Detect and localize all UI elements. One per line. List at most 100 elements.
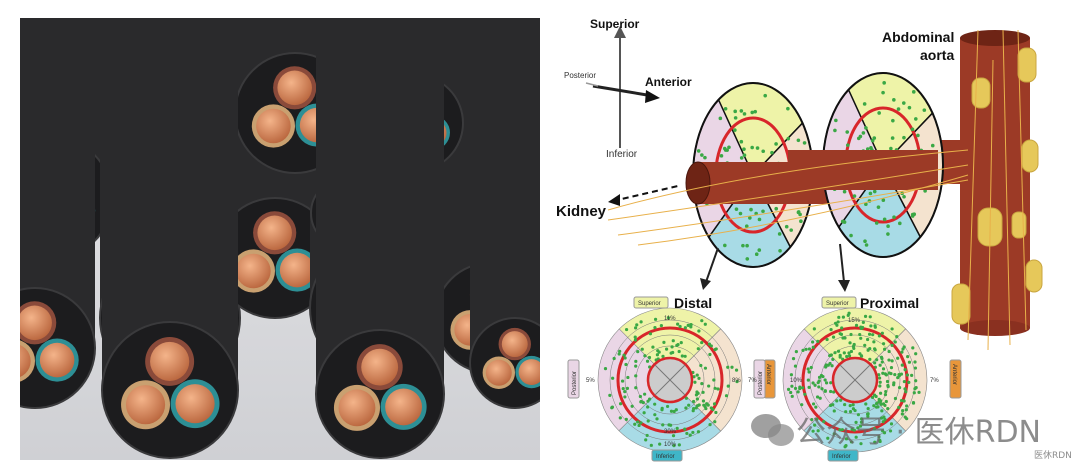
nerve-dot: [643, 392, 647, 396]
nerve-dot: [916, 133, 920, 138]
nerve-dot: [823, 389, 827, 393]
nerve-dot: [733, 116, 738, 120]
distal-superior-tag: Superior: [638, 301, 661, 307]
nerve-dot: [796, 390, 800, 394]
nerve-dot: [889, 366, 894, 370]
nerve-dot: [814, 405, 818, 409]
nerve-dot: [739, 156, 744, 160]
nerve-dot: [755, 146, 760, 150]
nerve-dot: [863, 314, 868, 319]
nerve-dot: [811, 429, 815, 433]
aorta-label-line1: Abdominal: [882, 29, 954, 45]
nerve-dot: [840, 428, 844, 432]
nerve-dot: [722, 146, 727, 151]
nerve-dot: [742, 147, 746, 151]
nerve-dot: [672, 444, 676, 448]
nerve-dot: [739, 139, 744, 144]
nerve-dot: [786, 387, 791, 391]
nerve-dot: [881, 198, 886, 203]
nerve-dot: [826, 363, 830, 367]
nerve-dot: [892, 98, 896, 102]
nerve-dot: [790, 394, 794, 398]
nerve-dot: [630, 404, 634, 408]
nerve-dot: [645, 359, 650, 363]
nerve-dot: [832, 409, 836, 413]
nerve-dot: [907, 360, 912, 364]
nerve-dot: [831, 335, 836, 339]
nerve-dot: [646, 405, 650, 409]
nerve-dot: [872, 136, 877, 140]
nerve-dot: [893, 372, 897, 377]
nerve-dot: [843, 445, 847, 449]
proximal-tags: Superior Proximal Inferior Posterior Ant…: [753, 295, 962, 462]
nerve-dot: [913, 387, 917, 391]
nerve-dot: [872, 340, 876, 344]
nerve-dot: [651, 345, 655, 349]
cable: [20, 287, 96, 409]
nerve-dot: [905, 373, 910, 377]
nerve-dot: [695, 373, 699, 377]
nerve-dot: [685, 431, 689, 436]
nerve-dot: [610, 406, 614, 410]
nerve-dot: [789, 228, 793, 232]
nerve-dot: [877, 111, 881, 115]
nerve-dot: [815, 417, 819, 421]
nerve-dot: [634, 364, 638, 368]
watermark-small-text: 医休RDN: [1034, 449, 1072, 461]
nerve-dot: [843, 402, 847, 407]
nerve-dot: [899, 398, 904, 403]
cable: [315, 329, 445, 459]
nerve-dot: [786, 106, 790, 111]
distal-cross-section: [597, 307, 743, 453]
nerve-dot: [890, 359, 894, 363]
nerve-dot: [896, 356, 900, 360]
nerve-dot: [842, 351, 846, 355]
nerve-dot: [852, 194, 857, 198]
nerve-dot: [881, 420, 885, 424]
nerve-dot: [701, 390, 705, 394]
nerve-dot: [882, 431, 887, 435]
nerve-dot: [902, 399, 906, 403]
nerve-dot: [700, 340, 704, 345]
pct: 10%: [790, 378, 803, 384]
nerve-dot: [674, 408, 678, 412]
nerve-dot: [878, 384, 882, 388]
nerve-dot: [706, 403, 710, 407]
nerve-dot: [744, 224, 749, 229]
nerve-dot: [887, 371, 891, 375]
nerve-dot: [881, 90, 885, 95]
nerve-dot: [635, 323, 639, 327]
nerve-dot: [886, 385, 890, 389]
nerve-dot: [824, 381, 829, 385]
nerve-dot: [811, 345, 815, 349]
nerve-dot: [639, 399, 643, 404]
nerve-dot: [801, 386, 805, 390]
nerve-dot: [849, 349, 854, 354]
pct: 10%: [664, 442, 677, 448]
nerve-dot: [904, 408, 908, 412]
nerve-dot: [862, 102, 867, 106]
nerve-dot: [872, 404, 876, 408]
nerve-dot: [837, 315, 841, 319]
nerve-dot: [733, 109, 738, 114]
nerve-dot: [636, 420, 640, 424]
nerve-dot: [854, 420, 858, 424]
nerve-dot: [886, 232, 890, 236]
nerve-dot: [691, 430, 695, 435]
nerve-dot: [695, 397, 699, 401]
nerve-dot: [661, 423, 665, 427]
nerve-dot: [864, 402, 868, 406]
nerve-dot: [899, 372, 904, 376]
nerve-dot: [807, 385, 811, 389]
nerve-dot: [745, 243, 749, 248]
nerve-dot: [877, 435, 881, 439]
nerve-dot: [832, 390, 836, 394]
nerve-dot: [738, 211, 743, 216]
nerve-dot: [699, 363, 703, 368]
nerve-dot: [889, 422, 894, 426]
nerve-dot: [836, 320, 840, 324]
nerve-dot: [883, 372, 887, 376]
nerve-dot: [813, 423, 817, 427]
nerve-dot: [757, 217, 762, 222]
nerve-dot: [777, 232, 782, 236]
